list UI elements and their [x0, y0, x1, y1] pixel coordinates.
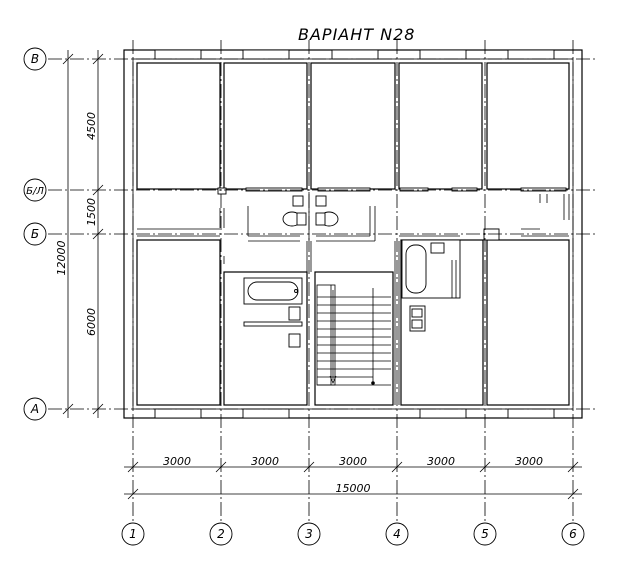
- room-upper-5: [486, 62, 570, 190]
- windows-top: [154, 49, 555, 60]
- row-axis-markers: В Б/Л Б А: [23, 47, 47, 421]
- row-axis-label: А: [30, 402, 39, 416]
- room-lower-1: [136, 239, 221, 406]
- dim-vertical-top: 4500: [85, 112, 98, 140]
- row-axis-label: Б: [31, 227, 39, 241]
- bathroom-right: [401, 239, 461, 332]
- horizontal-dimension-lines: [124, 461, 582, 500]
- column-axis-label: 6: [569, 527, 577, 541]
- dim-vertical-middle: 1500: [85, 198, 98, 226]
- wardrobe-line: [217, 187, 567, 241]
- column-axis-label: 1: [129, 527, 137, 541]
- column-axis-markers: 1 2 3 4 5 6: [121, 522, 585, 546]
- room-upper-4: [398, 62, 483, 190]
- windows-bottom: [154, 408, 555, 419]
- row-axis-lines: [48, 58, 595, 410]
- column-axis-lines: [132, 40, 574, 525]
- dim-vertical-total: 12000: [55, 241, 68, 276]
- dim-horizontal-span: 3000: [427, 455, 455, 468]
- dim-vertical-bottom: 6000: [85, 308, 98, 336]
- dim-horizontal-span: 3000: [339, 455, 367, 468]
- room-upper-2: [223, 62, 308, 190]
- column-axis-label: 3: [305, 527, 313, 541]
- upper-rooms: [136, 62, 570, 190]
- dim-horizontal-span: 3000: [163, 455, 191, 468]
- dim-horizontal-span: 3000: [251, 455, 279, 468]
- staircase: [316, 284, 391, 386]
- dim-horizontal-total: 15000: [336, 482, 371, 495]
- column-axis-label: 4: [393, 527, 401, 541]
- stair-room: [314, 271, 394, 406]
- room-upper-3: [310, 62, 396, 190]
- plan-title: ВАРIАНТ N28: [298, 25, 415, 44]
- row-axis-label: В: [31, 52, 39, 66]
- room-upper-1: [136, 62, 221, 190]
- upper-bath-fixtures: [282, 192, 339, 240]
- dim-horizontal-span: 3000: [515, 455, 543, 468]
- vertical-dimension-lines: [62, 50, 104, 418]
- column-axis-label: 2: [217, 527, 225, 541]
- bathroom-left: [243, 277, 303, 348]
- column-axis-label: 5: [481, 527, 489, 541]
- corridor-partitions: [137, 194, 570, 405]
- row-axis-label: Б/Л: [26, 186, 44, 197]
- room-lower-5: [486, 239, 570, 406]
